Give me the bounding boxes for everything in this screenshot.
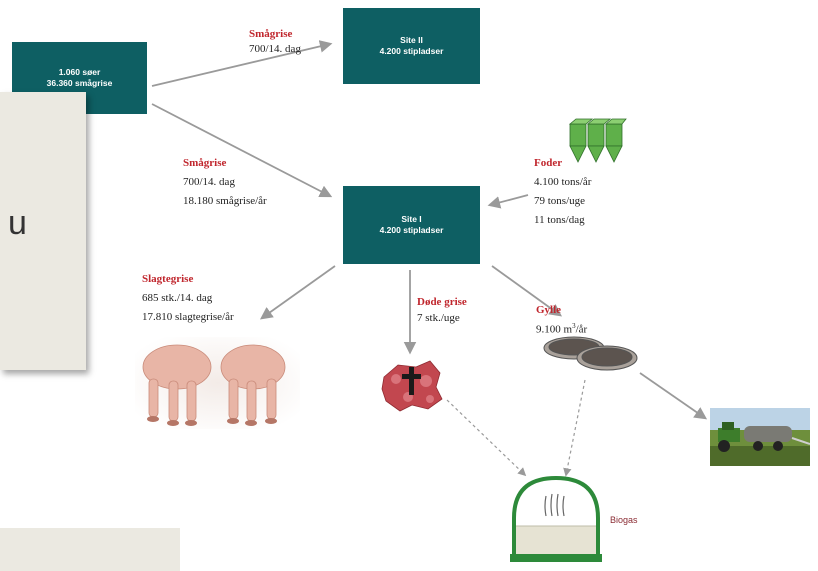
arrow-foder-to-site1 [487,194,529,209]
flow-gylle-title: Gylle [536,304,562,316]
flow-slagtegrise-title: Slagtegrise [142,273,194,285]
arrow-gylle-to-biogas [563,379,586,477]
cross-icon [402,367,421,395]
tractor-spreader-image [710,408,810,466]
flow-smagrise-top-line1: 700/14. dag [249,43,301,55]
flow-foder-line3: 11 tons/dag [534,214,585,226]
flow-gylle-line1: 9.100 m3/år [536,322,588,336]
node-site-1: Site I 4.200 stipladser [343,186,480,264]
flow-slagtegrise: Slagtegrise 685 stk./14. dag 17.810 slag… [142,270,234,327]
pigs-image [135,337,300,429]
arrow-gylle-to-field [639,372,708,420]
flow-foder-title: Foder [534,157,563,169]
node-site-2-line1: Site II [400,35,423,45]
carcass-icon [381,360,443,412]
flow-slagtegrise-line2: 17.810 slagtegrise/år [142,311,234,323]
arrow-site1-to-gylle [491,265,563,317]
flow-smagrise-mid-line2: 18.180 smågrise/år [183,195,267,207]
overlay-fragment-text: u [8,204,27,242]
overlay-panel: u [0,92,86,370]
flow-slagtegrise-line1: 685 stk./14. dag [142,292,213,304]
flow-smagrise-mid-line1: 700/14. dag [183,176,235,188]
flow-gylle: Gylle 9.100 m3/år [536,302,587,338]
arrow-site1-to-slagtegrise [259,265,336,320]
flow-foder: Foder 4.100 tons/år 79 tons/uge 11 tons/… [534,154,591,230]
node-site-1-line2: 4.200 stipladser [379,225,444,235]
flow-dode-grise-line1: 7 stk./uge [417,312,460,324]
flow-dode-grise-title: Døde grise [417,296,467,308]
biogas-label: Biogas [610,515,638,525]
flow-smagrise-mid-title: Smågrise [183,157,227,169]
overlay-panel-bottom [0,528,180,571]
arrow-sow-to-site1 [151,103,333,198]
arrow-sow-to-site2 [151,40,333,87]
node-site-2-line2: 4.200 stipladser [379,46,444,56]
flow-foder-line1: 4.100 tons/år [534,176,592,188]
flow-smagrise-top: Smågrise 700/14. dag [249,27,301,57]
node-sow-farm-line1: 1.060 søer [58,67,101,77]
node-site-1-line1: Site I [401,214,422,224]
node-sow-farm-line2: 36.360 smågrise [46,78,113,88]
biogas-digester-icon [510,475,602,562]
flow-smagrise-top-title: Smågrise [249,28,293,40]
slurry-lagoon-icon [543,336,638,371]
arrow-carcass-to-biogas [446,399,527,477]
flow-foder-line2: 79 tons/uge [534,195,586,207]
silo-icon [568,118,627,163]
flow-smagrise-mid: Smågrise 700/14. dag 18.180 smågrise/år [183,154,267,211]
node-site-2: Site II 4.200 stipladser [343,8,480,84]
flow-dode-grise: Døde grise 7 stk./uge [417,294,467,326]
